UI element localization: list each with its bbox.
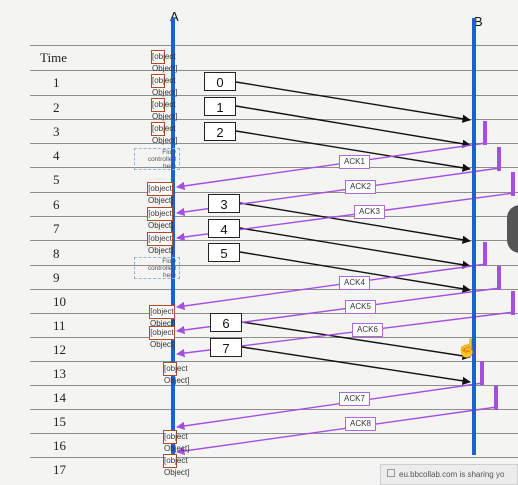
segment-box: 0 <box>204 72 236 91</box>
endpoint-a-label: A <box>170 9 179 24</box>
segment-box: 3 <box>208 194 240 213</box>
row-rule <box>30 167 518 168</box>
segment-box: 2 <box>204 122 236 141</box>
time-step: 7 <box>53 221 60 236</box>
window-counter: [object Object] <box>151 98 178 121</box>
time-header: Time <box>40 50 67 65</box>
ack-label: ACK4 <box>339 276 370 290</box>
window-counter: [object Object] <box>163 362 190 385</box>
time-step: 12 <box>53 342 66 357</box>
data-segment-arrow <box>239 202 471 244</box>
window-counter: [object Object] <box>147 182 174 205</box>
endpoint-a-timeline <box>171 18 175 455</box>
window-counter: [object Object] <box>163 430 190 453</box>
row-rule <box>30 409 518 410</box>
ack-arrow <box>176 263 487 311</box>
row-rule <box>30 240 518 241</box>
row-rule <box>30 119 518 120</box>
window-counter: [object Object] <box>151 74 178 97</box>
ack-label: ACK6 <box>352 323 383 337</box>
data-segment-arrow <box>235 130 471 172</box>
time-step: 4 <box>53 148 60 163</box>
ack-label: ACK5 <box>345 300 376 314</box>
row-rule <box>30 45 518 46</box>
row-rule <box>30 143 518 144</box>
ack-label: ACK3 <box>354 205 385 219</box>
time-step: 11 <box>53 318 66 333</box>
time-step: 16 <box>53 438 66 453</box>
window-edge-control <box>507 205 518 253</box>
ack-label: ACK7 <box>339 392 370 406</box>
data-segment-arrow <box>239 227 471 269</box>
ack-arrow <box>176 382 484 431</box>
row-rule <box>30 433 518 434</box>
share-notice-text: eu.bbcollab.com is sharing yo <box>399 470 505 479</box>
time-step: 14 <box>53 390 66 405</box>
row-rule <box>30 192 518 193</box>
window-counter: [object Object] <box>147 207 174 230</box>
b-processing-tick <box>483 242 487 266</box>
window-counter: [object Object] <box>147 232 174 255</box>
row-rule <box>30 313 518 314</box>
data-segment-arrow <box>241 321 471 361</box>
time-step: 3 <box>53 124 60 139</box>
b-processing-tick <box>480 361 484 385</box>
b-processing-tick <box>483 121 487 145</box>
row-rule <box>30 289 518 290</box>
data-segment-arrow <box>241 346 471 386</box>
b-processing-tick <box>511 172 515 196</box>
window-counter: [object Object] <box>149 305 176 328</box>
flow-controlled-note: Flow controlled here <box>134 148 180 170</box>
window-counter: [object Object] <box>151 50 178 73</box>
data-segment-arrow <box>235 81 471 123</box>
ack-label: ACK2 <box>345 180 376 194</box>
time-step: 6 <box>53 197 60 212</box>
window-counter: [object Object] <box>149 326 176 349</box>
segment-box: 5 <box>208 243 240 262</box>
row-rule <box>30 265 518 266</box>
time-step: 1 <box>53 75 60 90</box>
time-step: 10 <box>53 294 66 309</box>
time-step: 5 <box>53 172 60 187</box>
row-rule <box>30 95 518 96</box>
data-segment-arrow <box>235 105 471 148</box>
row-rule <box>30 457 518 458</box>
share-indicator-icon <box>387 469 395 477</box>
time-step: 15 <box>53 414 66 429</box>
time-step: 17 <box>53 462 66 477</box>
time-step: 8 <box>53 246 60 261</box>
segment-box: 7 <box>210 338 242 357</box>
row-rule <box>30 361 518 362</box>
ack-label: ACK1 <box>339 155 370 169</box>
ack-arrow <box>176 406 498 456</box>
flow-controlled-note: Flow controlled here <box>134 257 180 279</box>
b-processing-tick <box>494 386 498 410</box>
segment-box: 6 <box>210 313 242 332</box>
row-rule <box>30 70 518 71</box>
b-processing-tick <box>497 266 501 290</box>
endpoint-b-label: B <box>474 14 483 29</box>
time-step: 2 <box>53 100 60 115</box>
b-processing-tick <box>497 147 501 171</box>
row-rule <box>30 385 518 386</box>
window-counter: [object Object] <box>151 122 178 145</box>
window-counter: [object Object] <box>163 454 190 477</box>
ack-arrow <box>176 142 487 191</box>
time-step: 13 <box>53 366 66 381</box>
ack-label: ACK8 <box>345 417 376 431</box>
b-processing-tick <box>511 291 515 315</box>
row-rule <box>30 216 518 217</box>
screen-share-notice[interactable]: eu.bbcollab.com is sharing yo <box>380 464 518 485</box>
row-rule <box>30 337 518 338</box>
segment-box: 4 <box>208 219 240 238</box>
data-segment-arrow <box>239 251 471 293</box>
time-step: 9 <box>53 270 60 285</box>
endpoint-b-timeline <box>472 18 476 455</box>
segment-box: 1 <box>204 97 236 116</box>
hand-cursor-icon: ☝ <box>456 338 479 358</box>
